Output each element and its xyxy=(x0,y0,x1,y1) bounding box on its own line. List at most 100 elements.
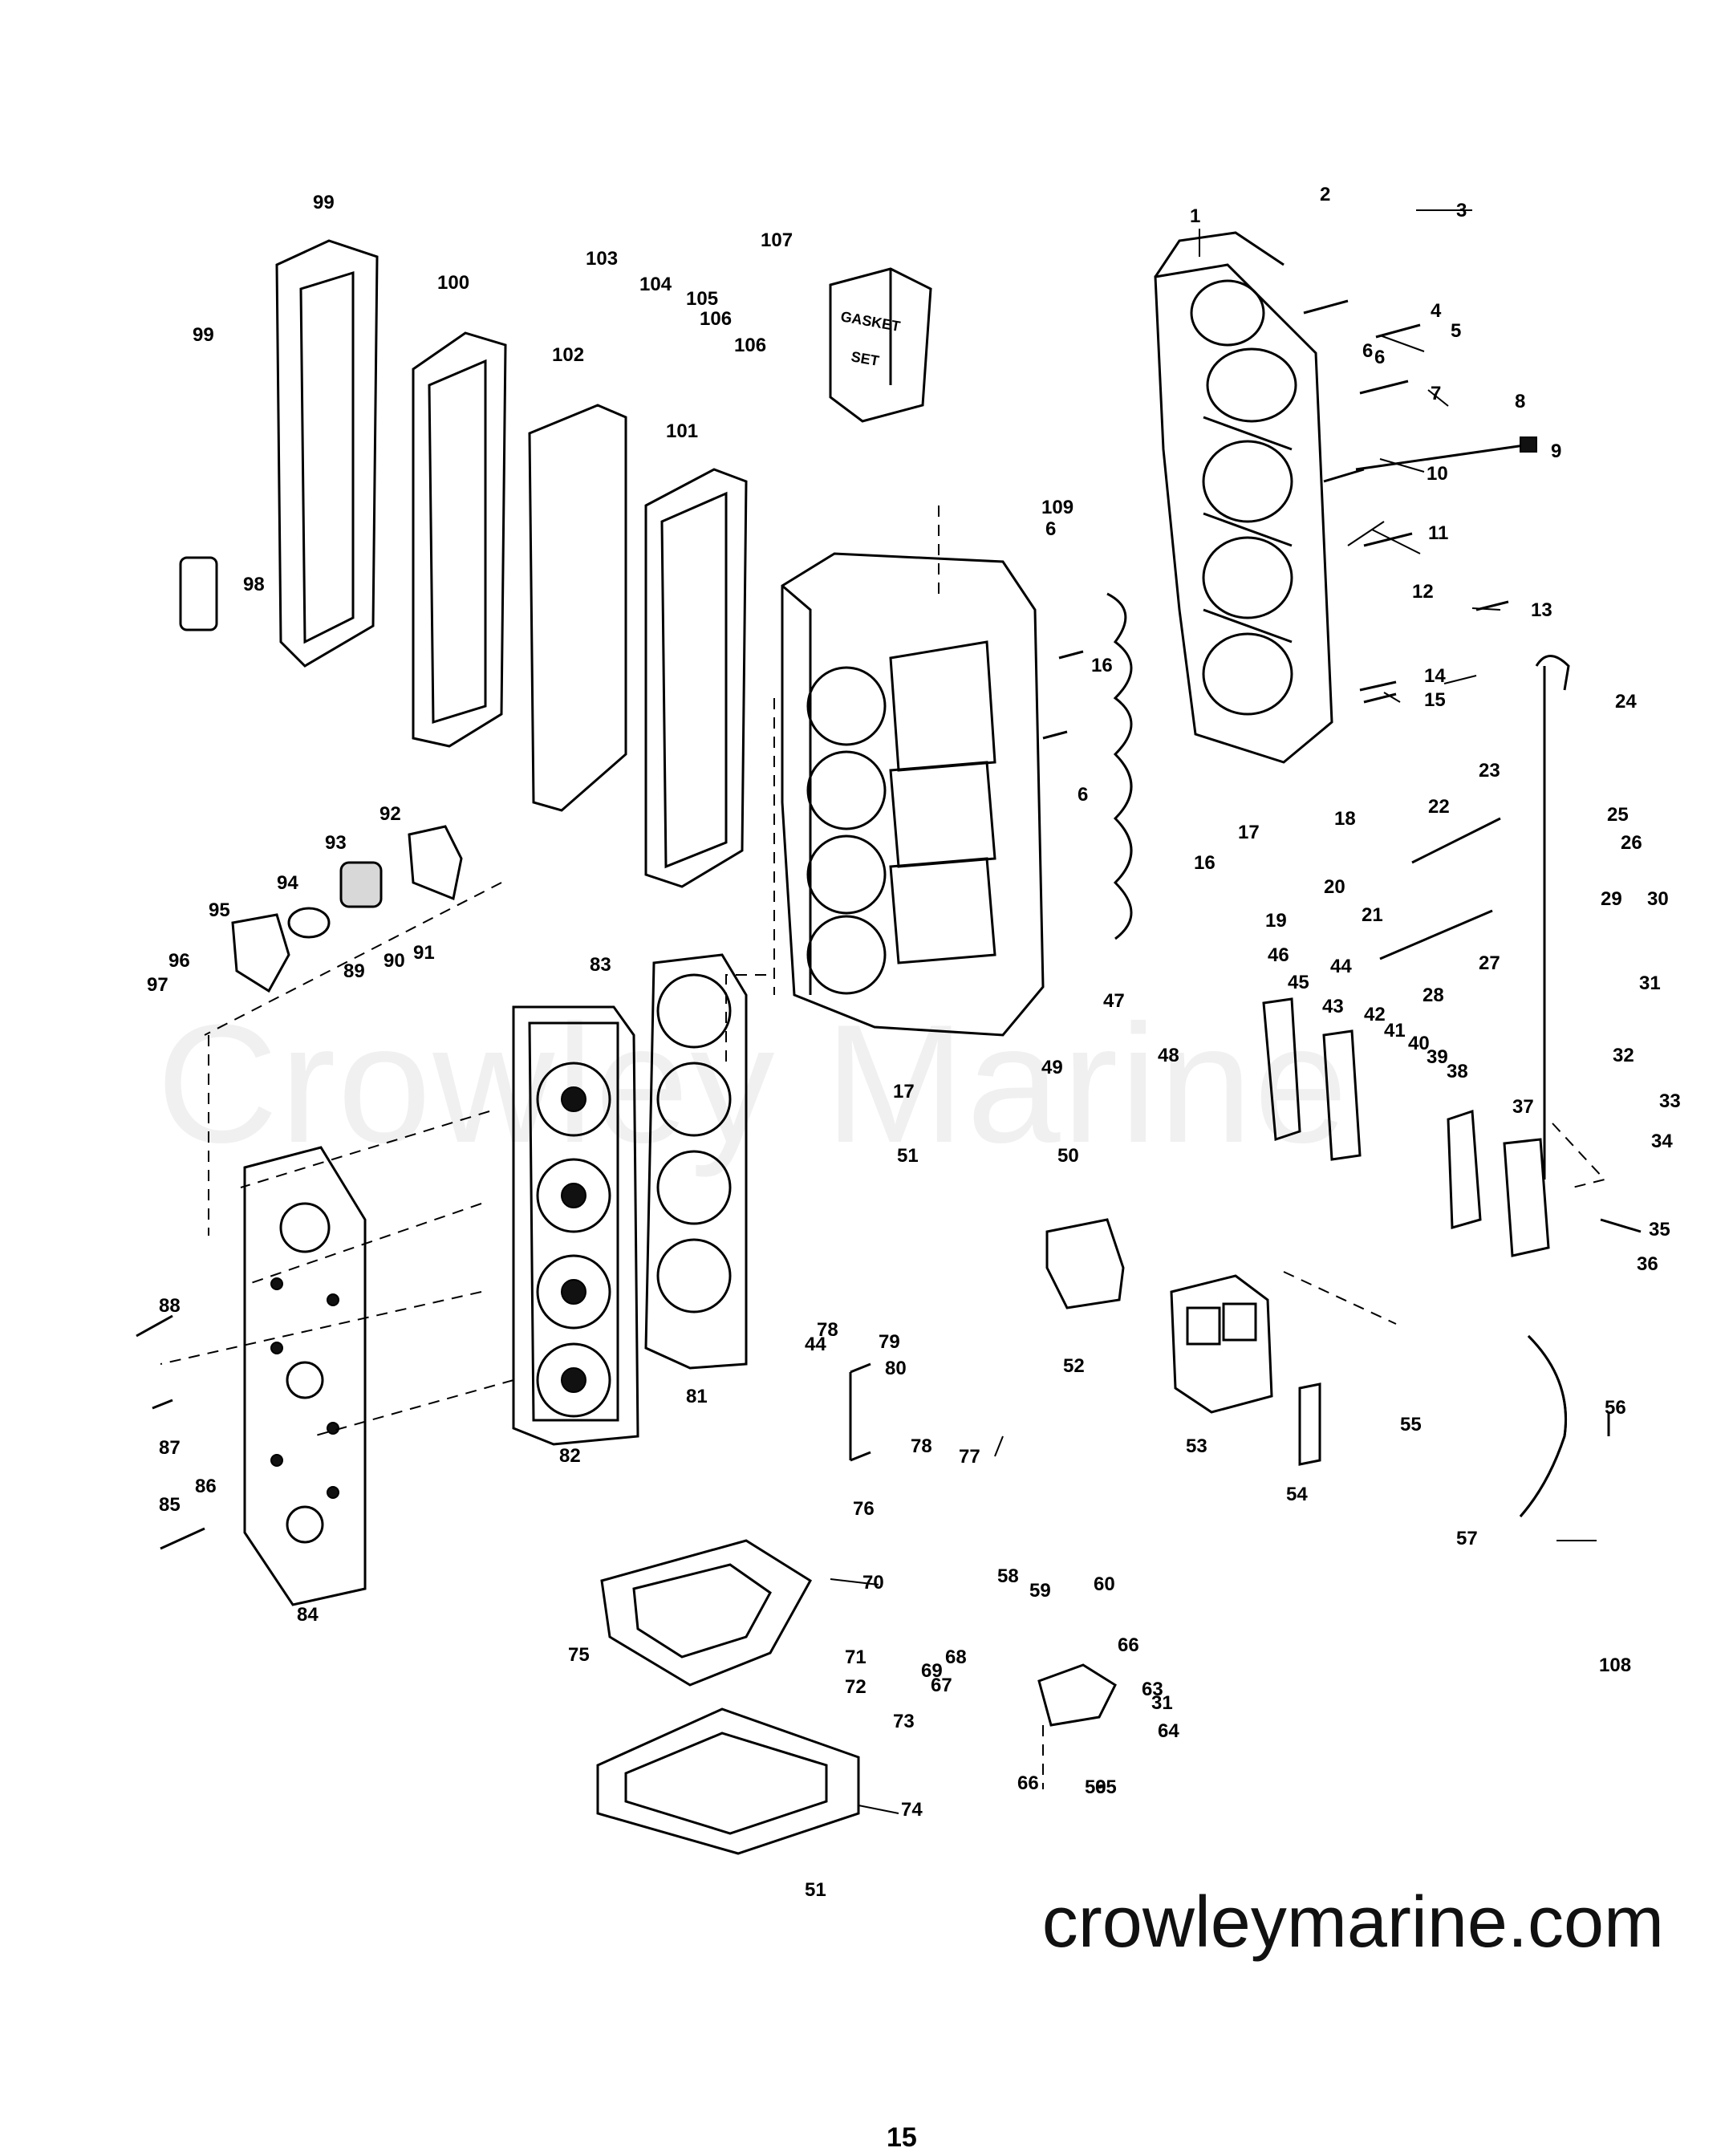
lever-part-37 xyxy=(1503,1138,1550,1257)
site-url-link[interactable]: crowleymarine.com xyxy=(1041,1882,1664,1963)
callout: 18 xyxy=(1334,808,1356,830)
callout: 107 xyxy=(761,229,793,251)
callout: 58 xyxy=(997,1565,1019,1587)
callout: 65 xyxy=(1095,1776,1117,1798)
housing-part-93 xyxy=(231,913,290,993)
callout: 35 xyxy=(1649,1219,1670,1240)
callout: 6 xyxy=(1374,347,1385,368)
callout: 103 xyxy=(586,248,618,270)
cylinder-head-part-80 xyxy=(512,1005,639,1446)
callout: 95 xyxy=(209,899,230,921)
callout: 75 xyxy=(568,1644,590,1666)
callout: 76 xyxy=(853,1498,875,1520)
callout: 44 xyxy=(805,1334,826,1355)
callout: 31 xyxy=(1639,972,1661,994)
callout: 40 xyxy=(1408,1033,1430,1054)
callout: 6 xyxy=(1078,784,1088,806)
callout: 16 xyxy=(1194,852,1216,874)
callout: 90 xyxy=(384,950,405,972)
callout: 72 xyxy=(845,1676,866,1698)
callout: 57 xyxy=(1456,1528,1478,1549)
cylinder-block-part-1 xyxy=(1154,231,1333,764)
lever-part-43 xyxy=(1322,1029,1362,1161)
page-number: 15 xyxy=(887,2122,917,2153)
callout: 19 xyxy=(1265,910,1287,932)
callout: 83 xyxy=(590,954,611,976)
callout: 31 xyxy=(1151,1692,1173,1714)
exhaust-gasket-part-99-inner xyxy=(644,468,748,888)
callout: 1 xyxy=(1190,205,1200,227)
callout: 26 xyxy=(1621,832,1642,854)
callout: 25 xyxy=(1607,804,1629,826)
callout: 84 xyxy=(297,1604,319,1626)
thermostat-part-91 xyxy=(339,861,383,908)
thermostat-cover-part-90 xyxy=(408,825,463,901)
callout: 17 xyxy=(1238,822,1260,843)
callout: 15 xyxy=(1424,689,1446,711)
exhaust-cover-part-98 xyxy=(275,239,379,668)
gasket-set-box-part-106: GASKET SET xyxy=(829,267,932,423)
callout: 55 xyxy=(1400,1414,1422,1435)
callout: 27 xyxy=(1479,952,1500,974)
callout: 104 xyxy=(639,274,672,295)
callout: 86 xyxy=(195,1476,217,1497)
callout: 78 xyxy=(817,1319,838,1341)
callout: 106 xyxy=(734,335,766,356)
callout: 51 xyxy=(897,1145,919,1167)
callout: 8 xyxy=(1515,391,1525,412)
callout: 10 xyxy=(1427,463,1448,485)
callout: 85 xyxy=(159,1494,181,1516)
callout: 45 xyxy=(1288,972,1309,993)
callout: 5 xyxy=(1451,320,1461,342)
bracket-part-60-66 xyxy=(1037,1663,1117,1727)
cover-part-52 xyxy=(1045,1218,1125,1309)
callout: 49 xyxy=(1041,1057,1063,1078)
callout: 68 xyxy=(945,1646,967,1668)
callout: 105 xyxy=(686,288,718,310)
callout: 60 xyxy=(1094,1573,1115,1595)
callout: 99 xyxy=(313,192,335,213)
callout: 94 xyxy=(277,872,298,894)
callout: 69 xyxy=(921,1660,943,1682)
leader-lines xyxy=(830,209,1597,1814)
callout: 109 xyxy=(1041,497,1073,518)
small-gasket-part-96 xyxy=(179,556,218,631)
callout: 33 xyxy=(1659,1090,1681,1112)
callout: 98 xyxy=(243,574,265,595)
callout: 47 xyxy=(1103,990,1125,1012)
callout: 73 xyxy=(893,1711,915,1732)
callout: 81 xyxy=(686,1386,708,1407)
callout: 99 xyxy=(193,324,214,346)
callout: 96 xyxy=(168,950,190,972)
callout: 56 xyxy=(1605,1397,1626,1419)
callout: 34 xyxy=(1651,1131,1673,1152)
callout: 54 xyxy=(1286,1484,1308,1505)
callout: 77 xyxy=(959,1446,980,1468)
callout: 63 xyxy=(1142,1679,1163,1700)
callout: 7 xyxy=(1431,383,1441,404)
callout: 82 xyxy=(559,1445,581,1467)
callout: 53 xyxy=(1186,1435,1207,1457)
head-gasket-part-79 xyxy=(644,953,748,1370)
callout: 20 xyxy=(1324,876,1345,898)
callout: 48 xyxy=(1158,1045,1179,1066)
exhaust-gasket-part-99-outer xyxy=(412,331,507,748)
callout: 13 xyxy=(1531,599,1552,621)
callout: 70 xyxy=(862,1572,884,1594)
callout: 93 xyxy=(325,832,347,854)
callout: 41 xyxy=(1384,1020,1406,1041)
cover-plate-part-82 xyxy=(243,1146,367,1606)
callout: 71 xyxy=(845,1646,866,1668)
assembly-guide-lines xyxy=(160,506,1606,1789)
gasket-box-label-line2: SET xyxy=(850,348,880,369)
callout: 97 xyxy=(147,974,168,996)
callout: 37 xyxy=(1512,1096,1534,1118)
adapter-plate-part-73 xyxy=(596,1707,860,1855)
gasket-part-69 xyxy=(600,1539,813,1687)
throttle-arm-part-46 xyxy=(1262,997,1301,1142)
callout: 67 xyxy=(931,1675,952,1696)
callout: 108 xyxy=(1599,1655,1631,1676)
callout: 102 xyxy=(552,344,584,366)
